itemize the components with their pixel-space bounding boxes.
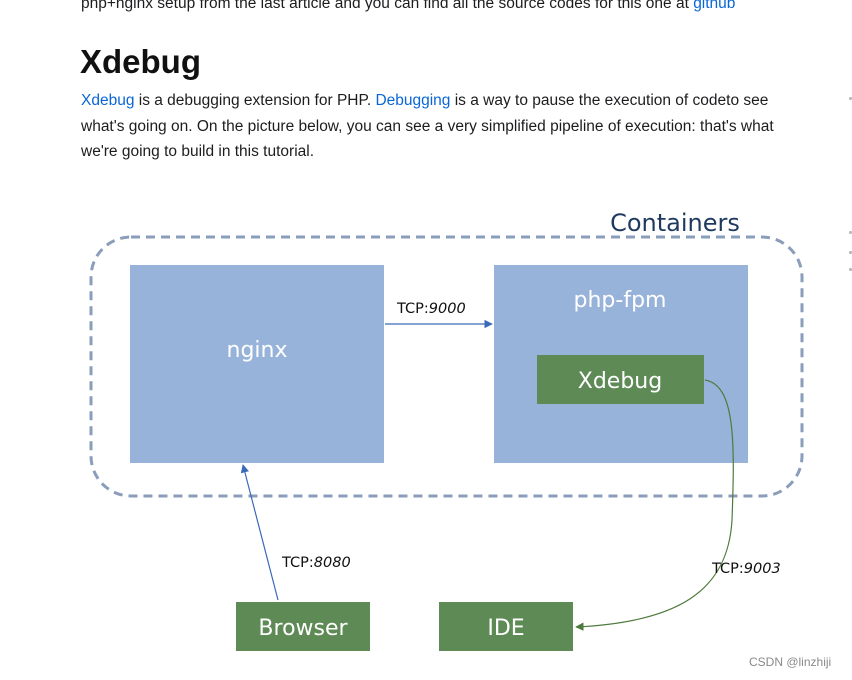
edge-mark bbox=[849, 268, 852, 271]
ide-box bbox=[439, 602, 573, 651]
tcp-9003-label: TCP:9003 bbox=[711, 561, 781, 577]
intro-text: php+nginx setup from the last article an… bbox=[81, 0, 694, 12]
xdebug-link[interactable]: Xdebug bbox=[81, 92, 135, 109]
tcp-prefix: TCP: bbox=[711, 561, 744, 577]
nginx-label: nginx bbox=[227, 338, 288, 363]
xdebug-box bbox=[537, 355, 704, 404]
tcp-8080-label: TCP:8080 bbox=[281, 555, 351, 571]
paragraph-text-1: is a debugging extension for PHP. bbox=[134, 92, 376, 109]
xdebug-label: Xdebug bbox=[578, 369, 662, 394]
edge-mark bbox=[849, 251, 852, 254]
tcp-9000-label: TCP:9000 bbox=[396, 301, 466, 317]
section-heading: Xdebug bbox=[80, 43, 201, 80]
port-9003: 9003 bbox=[744, 561, 781, 577]
nginx-box bbox=[130, 265, 384, 463]
containers-label: Containers bbox=[610, 209, 740, 237]
arrow-browser-to-nginx bbox=[240, 464, 279, 601]
paragraph-line-2: what's going on. On the picture below, y… bbox=[81, 117, 774, 135]
arrow-xdebug-to-ide bbox=[575, 379, 734, 631]
port-9000: 9000 bbox=[429, 301, 466, 317]
browser-box bbox=[236, 602, 370, 651]
port-8080: 8080 bbox=[314, 555, 351, 571]
containers-boundary bbox=[89, 235, 804, 498]
ide-label: IDE bbox=[487, 616, 524, 641]
watermark: CSDN @linzhiji bbox=[749, 655, 832, 669]
debugging-link[interactable]: Debugging bbox=[375, 92, 451, 109]
paragraph-text-2: is a way to pause the execution of codet… bbox=[450, 92, 769, 109]
github-link[interactable]: github bbox=[693, 0, 736, 12]
paragraph-line-1: Xdebug is a debugging extension for PHP.… bbox=[81, 88, 826, 114]
browser-label: Browser bbox=[258, 616, 348, 641]
intro-line: php+nginx setup from the last article an… bbox=[81, 0, 735, 14]
tcp-prefix: TCP: bbox=[396, 301, 429, 317]
paragraph-line-3: we're going to build in this tutorial. bbox=[81, 143, 315, 160]
php-fpm-label: php-fpm bbox=[574, 288, 667, 313]
edge-mark bbox=[849, 231, 852, 234]
edge-mark bbox=[849, 97, 852, 100]
tcp-prefix: TCP: bbox=[281, 555, 314, 571]
intro-paragraph: Xdebug is a debugging extension for PHP.… bbox=[81, 88, 826, 165]
